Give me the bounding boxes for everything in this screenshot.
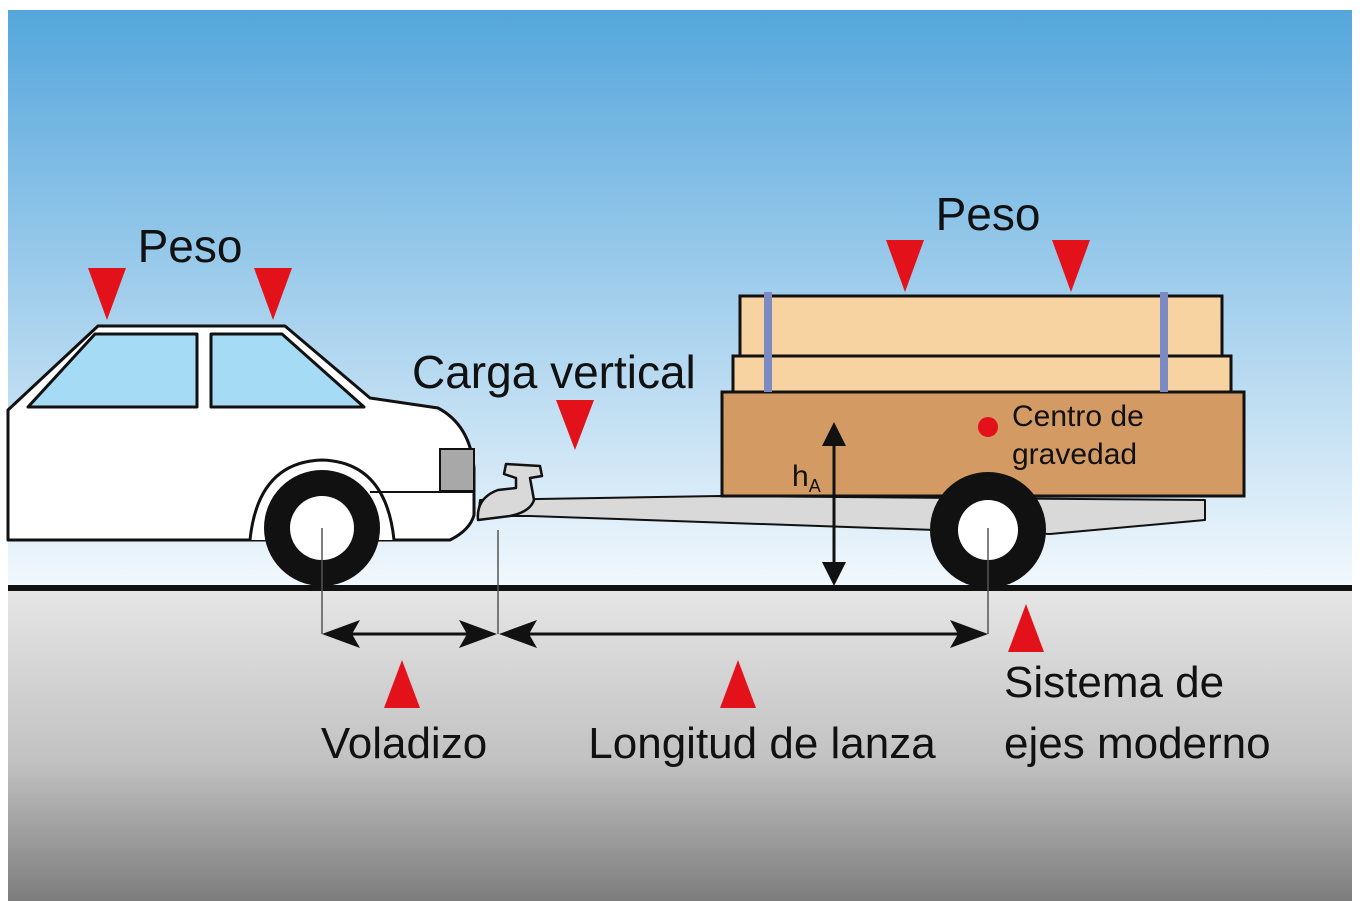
trailer [476, 292, 1246, 588]
height-arrow [822, 422, 846, 586]
overhang-label: Voladizo [321, 719, 487, 768]
vertical-load-label: Carga vertical [412, 346, 696, 398]
axle-system-marker [1008, 604, 1044, 652]
center-of-gravity-label-1: Centro de [1012, 400, 1144, 433]
drawbar-length-marker [720, 660, 756, 708]
ground-background [8, 588, 1352, 901]
center-of-gravity-label-2: gravedad [1012, 438, 1137, 471]
car-weight-marker-left [88, 268, 126, 320]
cargo-strap-left [764, 292, 772, 392]
cargo-upper [738, 294, 1224, 358]
trailer-box [720, 390, 1246, 498]
overhang-dimension-arrow [322, 620, 497, 648]
car-weight-marker-right [254, 268, 292, 320]
axle-system-label-1: Sistema de [1004, 658, 1224, 707]
overhang-marker [384, 660, 420, 708]
car [6, 324, 476, 586]
car-window-front [26, 332, 199, 409]
car-window-rear [209, 332, 366, 409]
drawbar-dimension-arrow [499, 620, 988, 648]
tow-coupling [476, 462, 544, 522]
trailer-weight-marker-left [886, 240, 924, 292]
height-label: hA [792, 460, 821, 496]
car-taillight [439, 448, 475, 492]
vertical-load-marker [556, 400, 594, 450]
center-of-gravity-dot [978, 417, 998, 437]
cargo-strap-right [1160, 292, 1168, 392]
trailer-weight-marker-right [1052, 240, 1090, 292]
trailer-weight-label: Peso [936, 188, 1041, 240]
car-weight-label: Peso [138, 220, 243, 272]
drawbar-length-label: Longitud de lanza [588, 719, 936, 768]
axle-system-label-2: ejes moderno [1004, 719, 1271, 768]
cargo-lower [731, 354, 1233, 394]
